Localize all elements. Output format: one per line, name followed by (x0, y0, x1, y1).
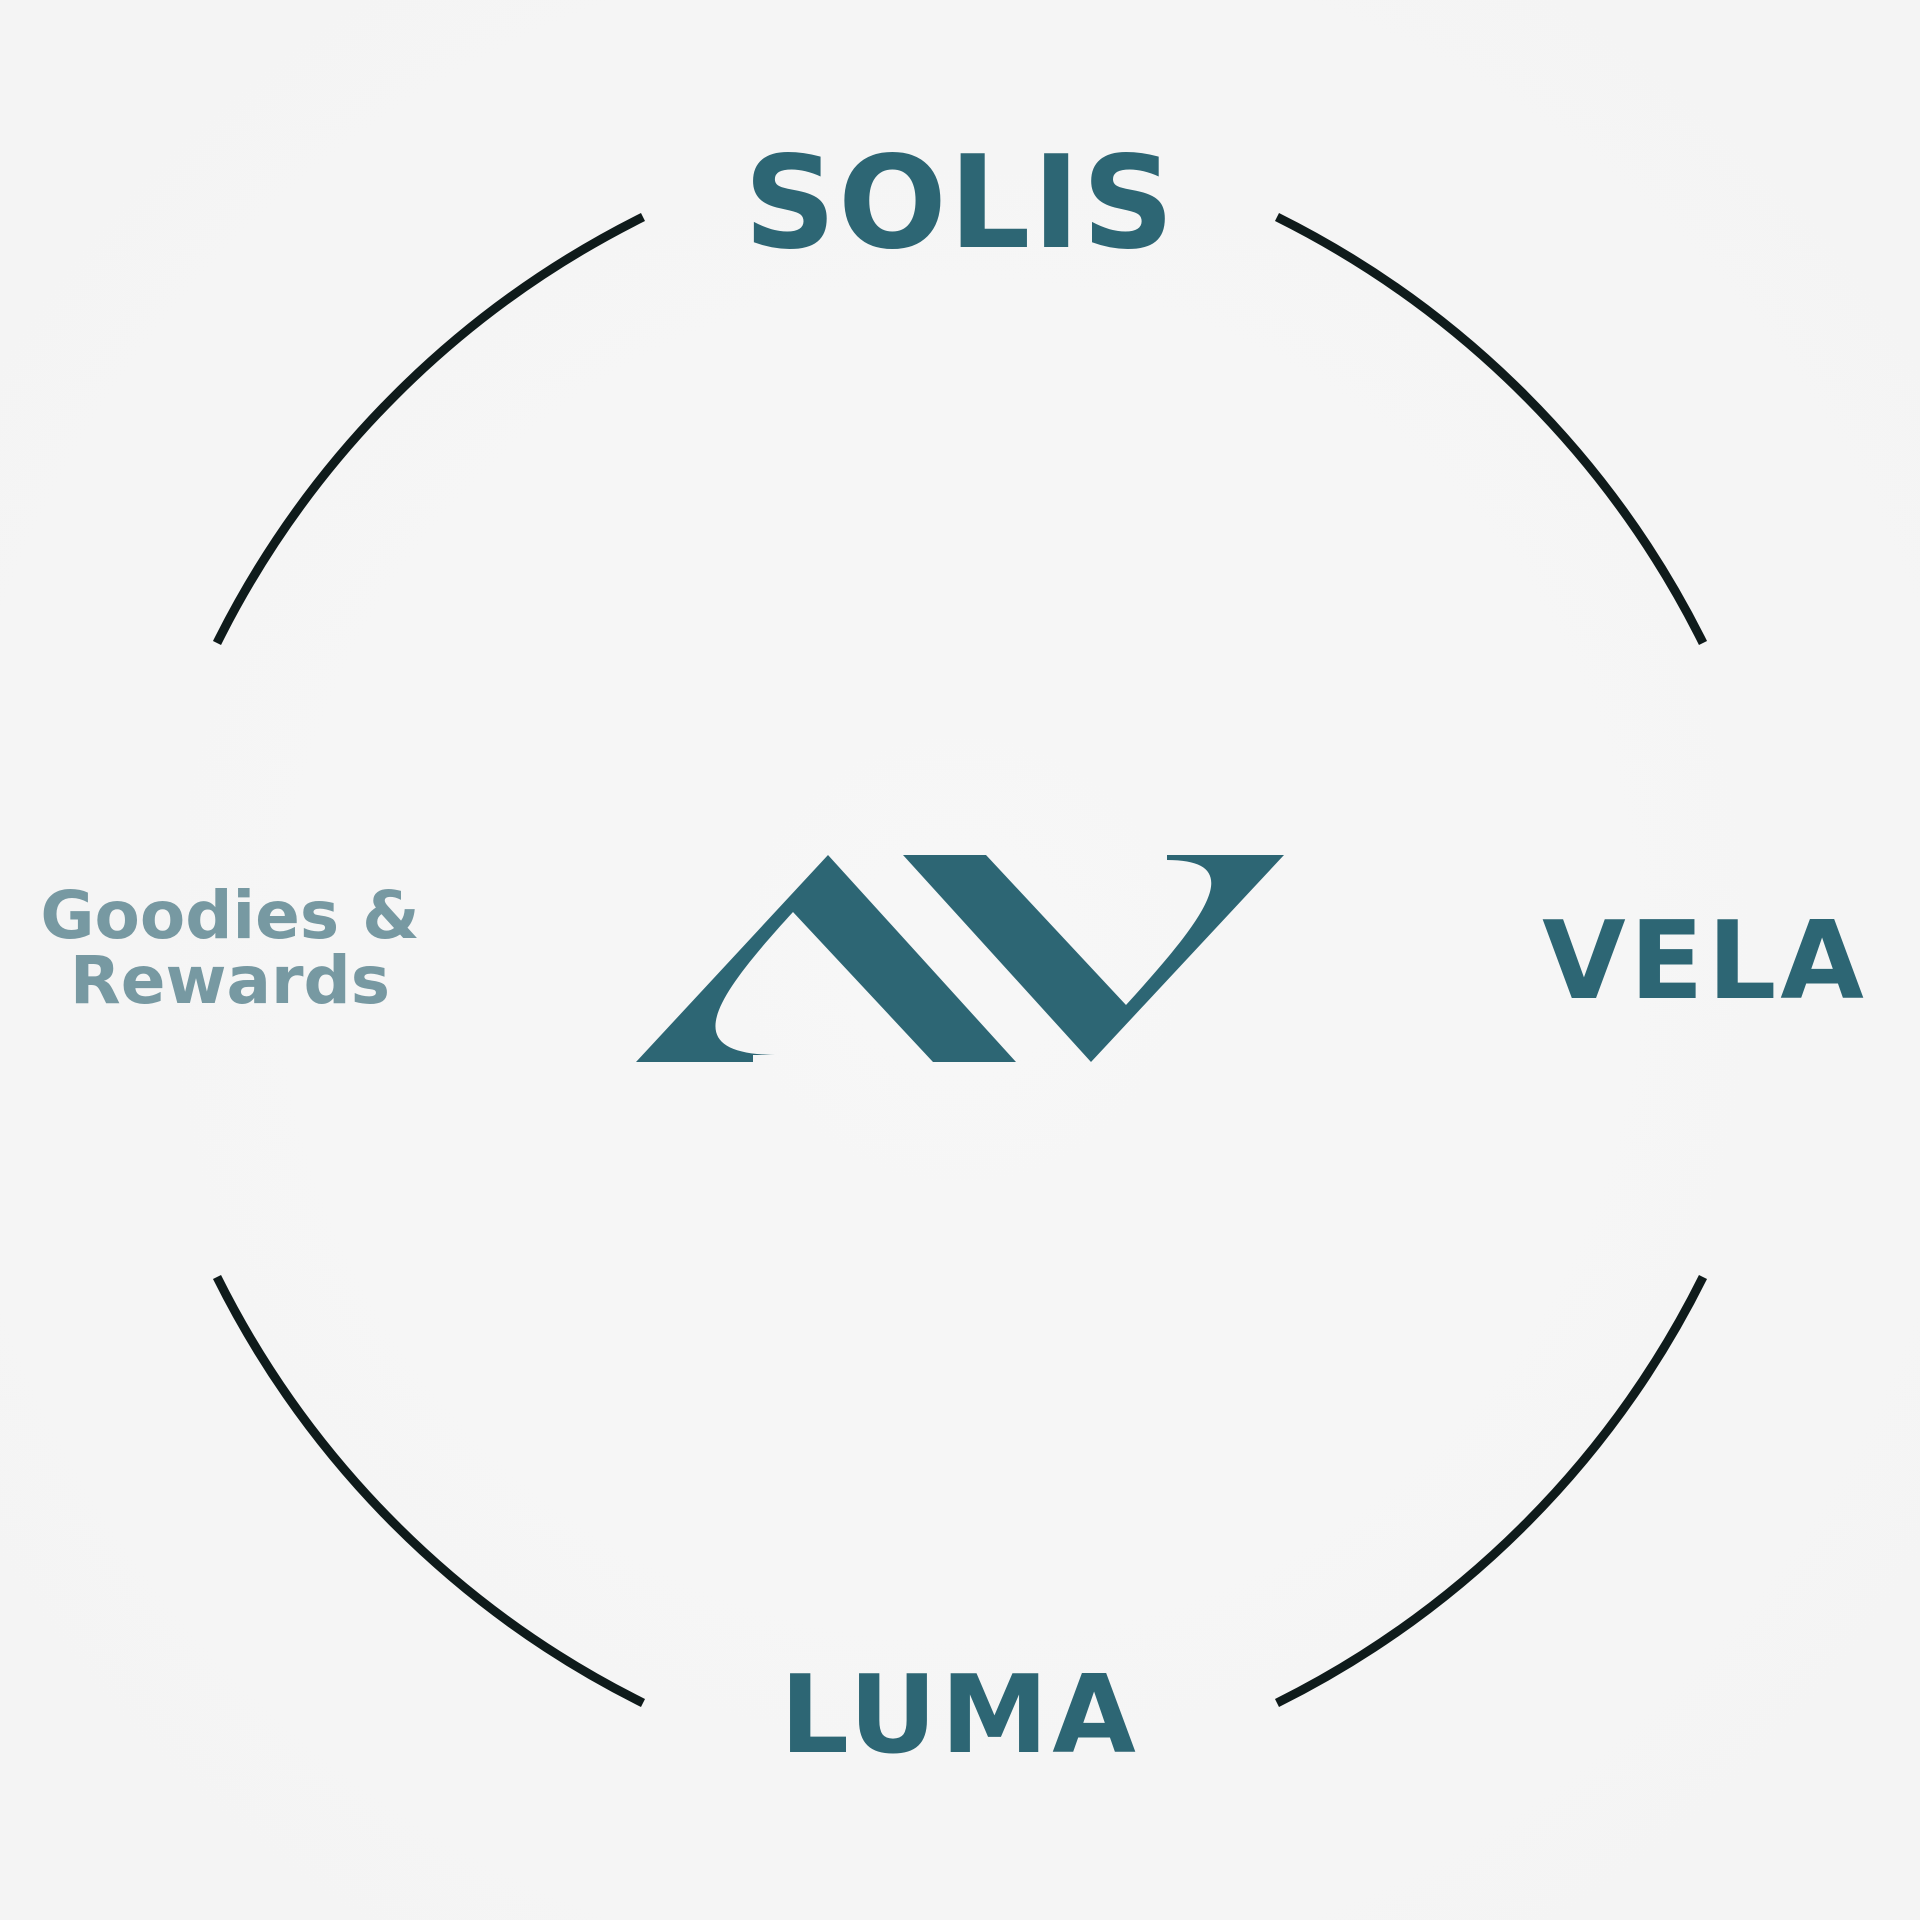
nav-item-goodies-rewards[interactable]: Goodies & Rewards (0, 877, 460, 1019)
nav-item-vela[interactable]: VELA (1542, 899, 1868, 1024)
nav-item-goodies-line2: Rewards (69, 941, 391, 1019)
nav-item-luma[interactable]: LUMA (780, 1653, 1140, 1778)
av-monogram-logo-icon (636, 855, 1284, 1062)
ring-arc-bottom-right (1274, 1274, 1708, 1708)
ring-arc-top-right (1274, 212, 1708, 646)
ring-arc-bottom-left (212, 1274, 646, 1708)
nav-item-solis[interactable]: SOLIS (743, 129, 1177, 278)
nav-item-goodies-line1: Goodies & (40, 877, 420, 954)
ring-arc-top-left (212, 212, 646, 646)
